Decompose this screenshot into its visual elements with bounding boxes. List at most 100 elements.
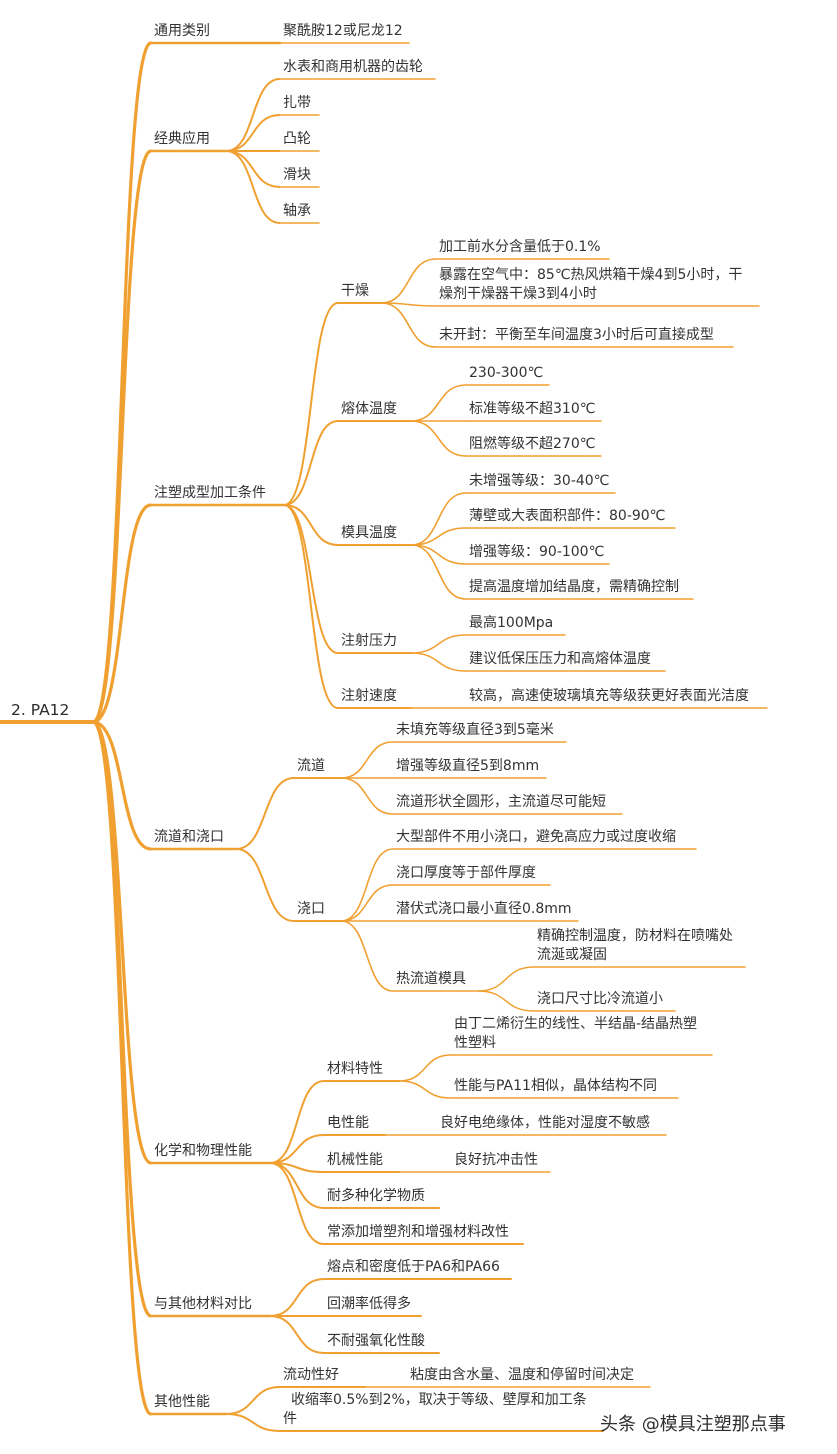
branch-connector bbox=[92, 720, 152, 851]
branch-connector bbox=[92, 149, 152, 724]
branch-connector bbox=[225, 150, 281, 188]
topic-node[interactable]: 标准等级不超310℃ bbox=[469, 401, 596, 417]
topic-node[interactable]: 不耐强氧化性酸 bbox=[327, 1333, 425, 1349]
branch-connector bbox=[380, 302, 437, 348]
branch-connector bbox=[225, 1413, 281, 1432]
branch-connector bbox=[410, 420, 467, 457]
topic-node[interactable]: 轴承 bbox=[283, 203, 311, 219]
topic-node[interactable]: 回潮率低得多 bbox=[327, 1296, 411, 1312]
topic-node[interactable]: 未开封：平衡至车间温度3小时后可直接成型 bbox=[439, 327, 714, 343]
topic-node[interactable]: 230-300℃ bbox=[469, 365, 544, 381]
branch-connector bbox=[235, 848, 295, 922]
topic-node[interactable]: 增强等级：90-100℃ bbox=[469, 544, 605, 560]
branch-connector bbox=[340, 920, 394, 992]
branch-connector bbox=[410, 652, 467, 672]
branch-connector bbox=[410, 527, 467, 546]
branch-connector bbox=[410, 634, 467, 654]
branch-connector bbox=[380, 302, 437, 307]
branch-connector bbox=[91, 720, 153, 1416]
topic-node[interactable]: 常添加增塑剂和增强材料改性 bbox=[327, 1224, 509, 1240]
branch-connector bbox=[340, 884, 394, 922]
topic-node[interactable]: 模具温度 bbox=[341, 525, 397, 541]
root-topic[interactable]: 2. PA12 bbox=[11, 701, 70, 719]
topic-node[interactable]: 暴露在空气中：85℃热风烘箱干燥4到5小时，干燥剂干燥器干燥3到4小时 bbox=[439, 267, 743, 302]
topic-node[interactable]: 扎带 bbox=[283, 95, 311, 111]
topic-node[interactable]: 收缩率0.5%到2%，取决于等级、壁厚和加工条件 bbox=[283, 1392, 587, 1427]
topic-node[interactable]: 较高，高速使玻璃填充等级获更好表面光洁度 bbox=[469, 688, 749, 704]
topic-node[interactable]: 良好抗冲击性 bbox=[454, 1152, 538, 1168]
topic-node[interactable]: 耐多种化学物质 bbox=[327, 1188, 425, 1204]
topic-node[interactable]: 热流道模具 bbox=[396, 971, 466, 987]
branch-connector bbox=[283, 504, 339, 546]
topic-node[interactable]: 水表和商用机器的齿轮 bbox=[283, 59, 423, 75]
topic-node[interactable]: 电性能 bbox=[327, 1115, 369, 1131]
topic-node[interactable]: 化学和物理性能 bbox=[154, 1143, 252, 1159]
branch-connector bbox=[340, 848, 394, 922]
topic-node[interactable]: 潜伏式浇口最小直径0.8mm bbox=[396, 901, 572, 917]
topic-node[interactable]: 材料特性 bbox=[327, 1061, 383, 1077]
topic-node[interactable]: 注射压力 bbox=[341, 633, 397, 649]
topic-node[interactable]: 最高100Mpa bbox=[469, 615, 554, 631]
branch-connector bbox=[398, 1054, 452, 1082]
watermark: 头条 @模具注塑那点事 bbox=[600, 1414, 786, 1435]
branch-connector bbox=[380, 258, 437, 304]
topic-node[interactable]: 与其他材料对比 bbox=[154, 1296, 252, 1312]
branch-connector bbox=[283, 504, 339, 654]
topic-node[interactable]: 流道 bbox=[297, 758, 325, 774]
topic-node[interactable]: 聚酰胺12或尼龙12 bbox=[283, 23, 403, 39]
topic-node[interactable]: 阻燃等级不超270℃ bbox=[469, 436, 596, 452]
branch-connector bbox=[398, 1080, 452, 1099]
topic-node[interactable]: 建议低保压压力和高熔体温度 bbox=[469, 651, 651, 667]
branch-connector bbox=[283, 302, 339, 506]
branch-connector bbox=[283, 504, 339, 709]
topic-node[interactable]: 粘度由含水量、温度和停留时间决定 bbox=[410, 1367, 634, 1383]
topic-node[interactable]: 熔体温度 bbox=[341, 401, 397, 417]
topic-node[interactable]: 性能与PA11相似，晶体结构不同 bbox=[454, 1078, 657, 1094]
topic-node[interactable]: 流道和浇口 bbox=[154, 829, 224, 845]
topic-node[interactable]: 流道形状全圆形，主流道尽可能短 bbox=[396, 794, 606, 810]
topic-node[interactable]: 经典应用 bbox=[154, 131, 210, 147]
topic-node[interactable]: 流动性好 bbox=[283, 1367, 339, 1383]
branch-connector bbox=[340, 741, 394, 779]
branch-connector bbox=[235, 777, 295, 850]
topic-node[interactable]: 由丁二烯衍生的线性、半结晶-结晶热塑性塑料 bbox=[454, 1016, 698, 1051]
topic-node[interactable]: 注塑成型加工条件 bbox=[154, 485, 266, 501]
topic-node[interactable]: 加工前水分含量低于0.1% bbox=[439, 239, 601, 255]
branch-connector bbox=[92, 503, 152, 724]
topic-node[interactable]: 提高温度增加结晶度，需精确控制 bbox=[469, 579, 679, 595]
topic-node[interactable]: 未填充等级直径3到5毫米 bbox=[396, 722, 554, 738]
topic-node[interactable]: 薄壁或大表面积部件：80-90℃ bbox=[469, 508, 666, 524]
branch-connector bbox=[269, 1080, 325, 1164]
branch-connector bbox=[340, 777, 394, 815]
branch-connector bbox=[225, 78, 281, 152]
branch-connector bbox=[477, 966, 535, 992]
branch-connector bbox=[225, 150, 281, 224]
topic-node[interactable]: 通用类别 bbox=[154, 23, 210, 39]
branch-connector bbox=[269, 1315, 325, 1354]
topic-node[interactable]: 干燥 bbox=[341, 283, 369, 299]
topic-node[interactable]: 大型部件不用小浇口，避免高应力或过度收缩 bbox=[396, 829, 676, 845]
topic-node[interactable]: 凸轮 bbox=[283, 131, 311, 147]
topic-node[interactable]: 机械性能 bbox=[327, 1152, 383, 1168]
topic-node[interactable]: 精确控制温度，防材料在喷嘴处流涎或凝固 bbox=[537, 928, 733, 963]
topic-node[interactable]: 未增强等级：30-40℃ bbox=[469, 473, 610, 489]
topic-node[interactable]: 滑块 bbox=[283, 167, 311, 183]
topic-node[interactable]: 浇口 bbox=[297, 901, 325, 917]
branch-connector bbox=[269, 1278, 325, 1317]
branch-connector bbox=[269, 1134, 325, 1164]
branch-connector bbox=[225, 114, 281, 152]
branch-connector bbox=[410, 544, 467, 600]
branch-connector bbox=[410, 544, 467, 565]
topic-node[interactable]: 熔点和密度低于PA6和PA66 bbox=[327, 1259, 500, 1275]
topic-node[interactable]: 其他性能 bbox=[154, 1394, 210, 1410]
topic-node[interactable]: 注射速度 bbox=[341, 688, 397, 704]
branch-connector bbox=[283, 420, 339, 506]
topic-node[interactable]: 浇口厚度等于部件厚度 bbox=[396, 865, 536, 881]
branch-connector bbox=[410, 384, 467, 422]
topic-node[interactable]: 良好电绝缘体，性能对湿度不敏感 bbox=[440, 1115, 650, 1131]
topic-node[interactable]: 增强等级直径5到8mm bbox=[396, 758, 540, 774]
branch-connector bbox=[269, 1162, 325, 1245]
branch-connector bbox=[410, 492, 467, 546]
topic-node[interactable]: 浇口尺寸比冷流道小 bbox=[537, 991, 663, 1007]
